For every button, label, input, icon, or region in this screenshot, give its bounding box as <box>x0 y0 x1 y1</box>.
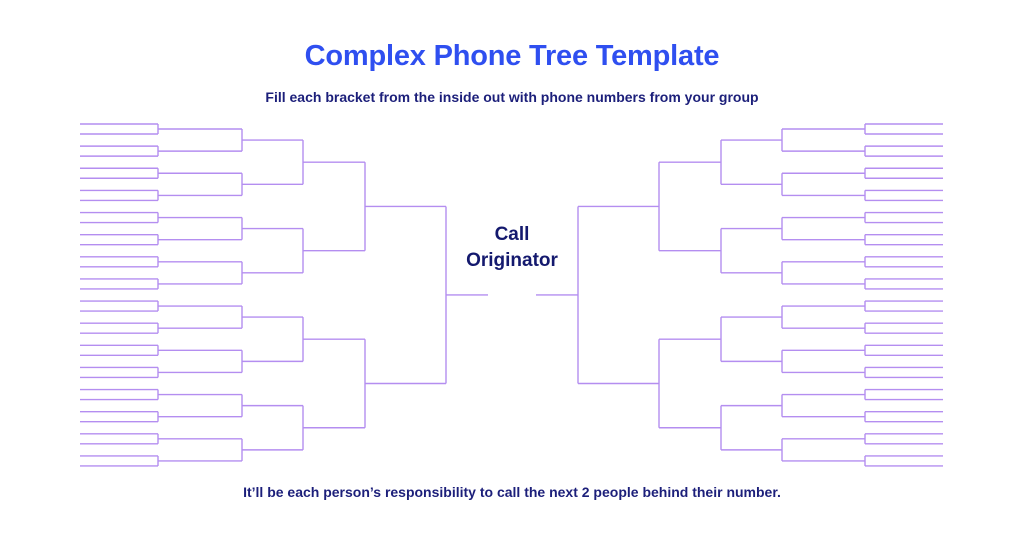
page-title: Complex Phone Tree Template <box>304 40 720 72</box>
footer-note: It’ll be each person’s responsibility to… <box>243 484 781 500</box>
call-originator-line2: Originator <box>466 250 558 271</box>
right-bracket <box>536 123 943 467</box>
page-subtitle: Fill each bracket from the inside out wi… <box>265 89 759 105</box>
call-originator-line1: Call <box>494 224 530 245</box>
left-bracket <box>80 123 488 467</box>
call-originator-label: Call Originator <box>432 222 592 274</box>
